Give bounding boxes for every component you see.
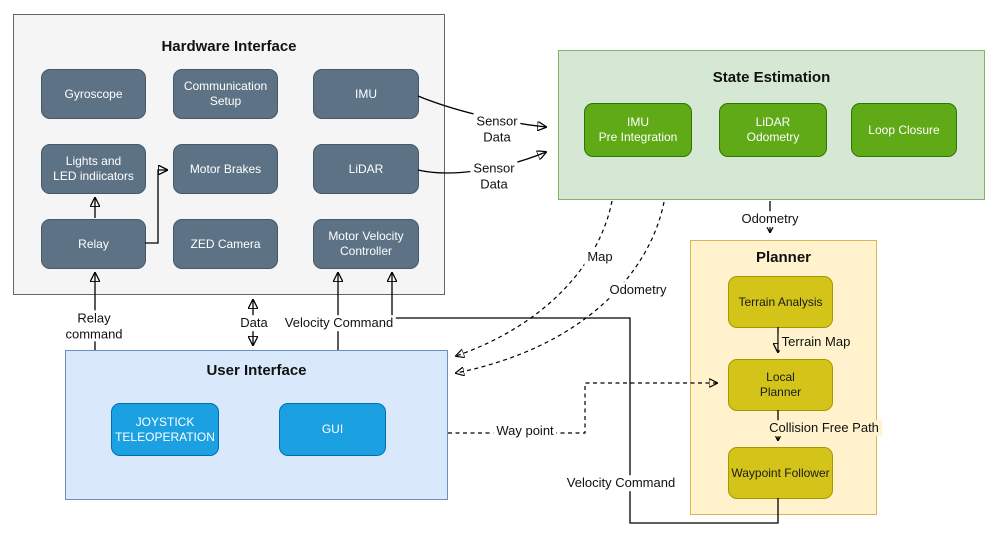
edge-label-terrain-map: Terrain Map <box>778 334 854 350</box>
edge-label-sensor-data-lidar: Sensor Data <box>470 160 518 192</box>
node-loop-closure: Loop Closure <box>851 103 957 157</box>
group-planner: Planner Terrain Analysis Local Planner W… <box>690 240 877 515</box>
node-motor-velocity-controller: Motor Velocity Controller <box>313 219 419 269</box>
node-lidar-odometry: LiDAR Odometry <box>719 103 827 157</box>
edge-label-data: Data <box>237 315 271 331</box>
hardware-interface-title: Hardware Interface <box>161 38 297 55</box>
node-relay: Relay <box>41 219 146 269</box>
node-terrain-analysis: Terrain Analysis <box>728 276 833 328</box>
edge-label-way-point: Way point <box>493 423 557 439</box>
wire-map-to-ui <box>456 200 613 356</box>
node-waypoint-follower: Waypoint Follower <box>728 447 833 499</box>
node-gyroscope: Gyroscope <box>41 69 146 119</box>
user-interface-title: User Interface <box>206 362 307 379</box>
group-state-estimation: State Estimation IMU Pre Integration LiD… <box>558 50 985 200</box>
edge-label-velocity-command-planner: Velocity Command <box>563 475 679 491</box>
node-lidar: LiDAR <box>313 144 419 194</box>
node-communication-setup: Communication Setup <box>173 69 278 119</box>
node-motor-brakes: Motor Brakes <box>173 144 278 194</box>
edge-label-relay-command: Relay command <box>62 310 126 342</box>
planner-title: Planner <box>755 249 812 266</box>
edge-label-map: Map <box>584 249 616 265</box>
edge-label-odometry-to-planner: Odometry <box>738 211 802 227</box>
node-gui: GUI <box>279 403 386 456</box>
group-user-interface: User Interface JOYSTICK TELEOPERATION GU… <box>65 350 448 500</box>
node-imu: IMU <box>313 69 419 119</box>
edge-label-collision-free-path: Collision Free Path <box>766 420 882 436</box>
node-imu-pre-integration: IMU Pre Integration <box>584 103 692 157</box>
edge-label-odometry-to-ui: Odometry <box>606 282 670 298</box>
node-lights-led-indicators: Lights and LED indiicators <box>41 144 146 194</box>
edge-label-velocity-command-ui: Velocity Command <box>281 315 397 331</box>
node-local-planner: Local Planner <box>728 359 833 411</box>
edge-label-sensor-data-imu: Sensor Data <box>473 113 521 145</box>
state-estimation-title: State Estimation <box>712 69 831 86</box>
wire-waypoint-to-planner <box>448 383 717 434</box>
node-zed-camera: ZED Camera <box>173 219 278 269</box>
node-joystick-teleoperation: JOYSTICK TELEOPERATION <box>111 403 219 456</box>
group-hardware-interface: Hardware Interface Gyroscope Communicati… <box>13 14 445 295</box>
